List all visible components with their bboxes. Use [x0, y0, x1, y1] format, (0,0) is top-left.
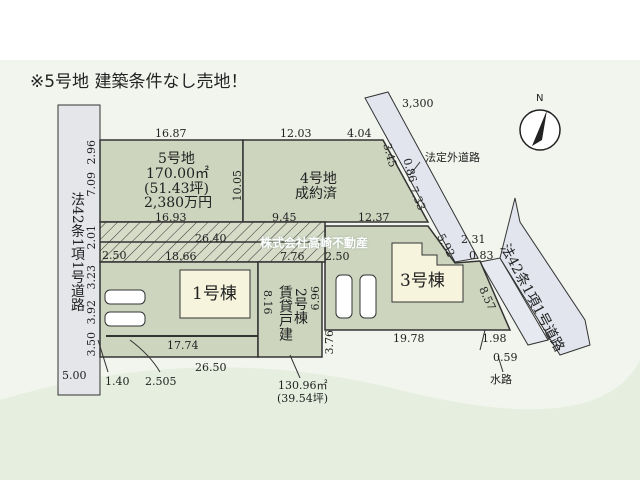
house1-label: 1号棟 [192, 284, 237, 304]
dim: 10.05 [231, 170, 244, 202]
house3-label: 3号棟 [400, 271, 445, 291]
lot4-status: 成約済 [295, 186, 337, 202]
dim: 7.76 [280, 250, 305, 263]
right-road-main [499, 197, 591, 356]
dim: 8.16 [261, 290, 274, 315]
dim: 2.31 [461, 233, 486, 246]
lot-4 [242, 139, 430, 223]
dim: 2.01 [85, 225, 98, 250]
dim: 3,300 [402, 97, 434, 110]
dim: 3.92 [85, 300, 98, 325]
house-3-footprint [391, 242, 464, 303]
dim: 16.93 [155, 211, 187, 224]
left-road [57, 104, 101, 396]
dim: 2.50 [102, 249, 127, 262]
dim: 9.45 [272, 211, 297, 224]
house2-area: 130.96㎡ [278, 379, 328, 392]
dim: 16.87 [155, 127, 187, 140]
house2-type: 賃貸戸建 [277, 285, 293, 341]
dim: 3.50 [85, 332, 98, 357]
left-road-label: 法42条1項1号道路 [69, 192, 85, 312]
dim: 0.83 [469, 249, 494, 262]
dim: 18.66 [165, 250, 197, 263]
outside-road-label: 法定外道路 [425, 151, 480, 164]
dim: 19.78 [393, 332, 425, 345]
dim: 7.09 [85, 172, 98, 197]
dim: 26.40 [195, 232, 227, 245]
house2-name: 2号棟 [292, 288, 308, 325]
lot4-name: 4号地 [300, 171, 337, 187]
dim: 5.00 [62, 369, 87, 382]
page-title: ※5号地 建築条件なし売地！ [30, 72, 248, 92]
house-1-footprint [179, 269, 251, 319]
outside-road [364, 91, 479, 263]
compass-north-label: N [536, 93, 544, 104]
dim: 12.37 [358, 211, 390, 224]
car-icons [104, 274, 377, 327]
dim: 3.23 [85, 265, 98, 290]
dim: 1.98 [482, 332, 507, 345]
dim: 2.96 [85, 140, 98, 165]
background-wash [0, 360, 640, 480]
house2-tsubo: (39.54坪) [277, 392, 329, 405]
dim: 26.50 [195, 361, 227, 374]
dim: 2.50 [325, 250, 350, 263]
dim: 4.04 [347, 127, 372, 140]
lot5-price: 2,380万円 [144, 195, 213, 211]
dim: 2.505 [145, 375, 177, 388]
dim: 17.74 [167, 339, 199, 352]
dim: 1.40 [105, 375, 130, 388]
lot-2 [257, 261, 323, 358]
right-road [479, 257, 549, 346]
dim: 6.96 [309, 286, 322, 311]
lot5-tsubo: (51.43坪) [144, 181, 210, 197]
dim: 3.76 [323, 330, 336, 355]
waterway-label: 水路 [490, 373, 512, 386]
watermark: 株式会社高崎不動産 [260, 236, 369, 250]
dim: 0.59 [493, 351, 518, 364]
dim: 12.03 [280, 127, 312, 140]
lot5-area: 170.00㎡ [146, 166, 209, 182]
lot5-name: 5号地 [158, 151, 195, 167]
compass-icon [519, 109, 561, 151]
